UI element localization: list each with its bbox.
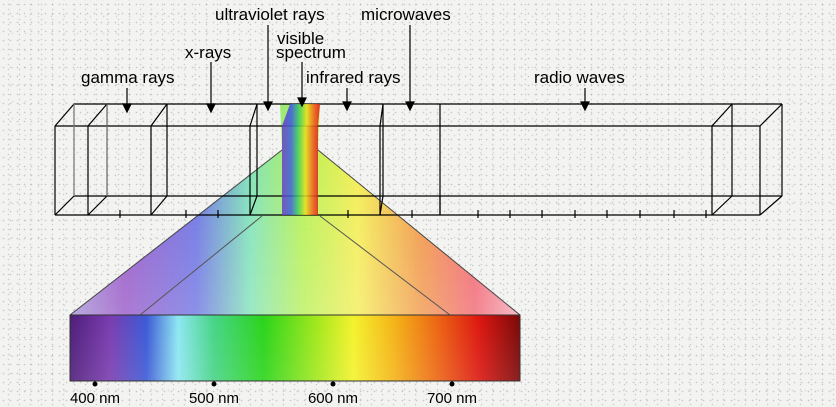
- spectrum-tube: [54, 103, 783, 216]
- label-x-rays: x-rays: [185, 43, 231, 62]
- label-microwaves: microwaves: [361, 5, 451, 24]
- label-arrows: [122, 25, 590, 114]
- band-separators: [87, 103, 733, 216]
- wavelength-tick-dot: [92, 381, 98, 387]
- label-ultraviolet-rays: ultraviolet rays: [215, 5, 325, 24]
- label-infrared-rays: infrared rays: [306, 68, 400, 87]
- label-visible-line2: spectrum: [276, 43, 346, 62]
- wavelength-tick-dot: [330, 381, 336, 387]
- tube-tick-marks: [119, 210, 707, 218]
- wavelength-tick-label: 600 nm: [308, 390, 358, 407]
- label-visible-line1: visible: [277, 29, 324, 48]
- wavelength-ticks: 400 nm 500 nm 600 nm 700 nm: [70, 381, 477, 407]
- wavelength-tick-dot: [211, 381, 217, 387]
- label-radio-waves: radio waves: [534, 68, 625, 87]
- visible-spectrum-bar: [69, 314, 521, 382]
- wavelength-tick-dot: [449, 381, 455, 387]
- wavelength-tick-label: 400 nm: [70, 390, 120, 407]
- visible-window: [282, 104, 320, 215]
- wavelength-tick-label: 500 nm: [189, 390, 239, 407]
- label-gamma-rays: gamma rays: [81, 68, 175, 87]
- wavelength-tick-label: 700 nm: [427, 390, 477, 407]
